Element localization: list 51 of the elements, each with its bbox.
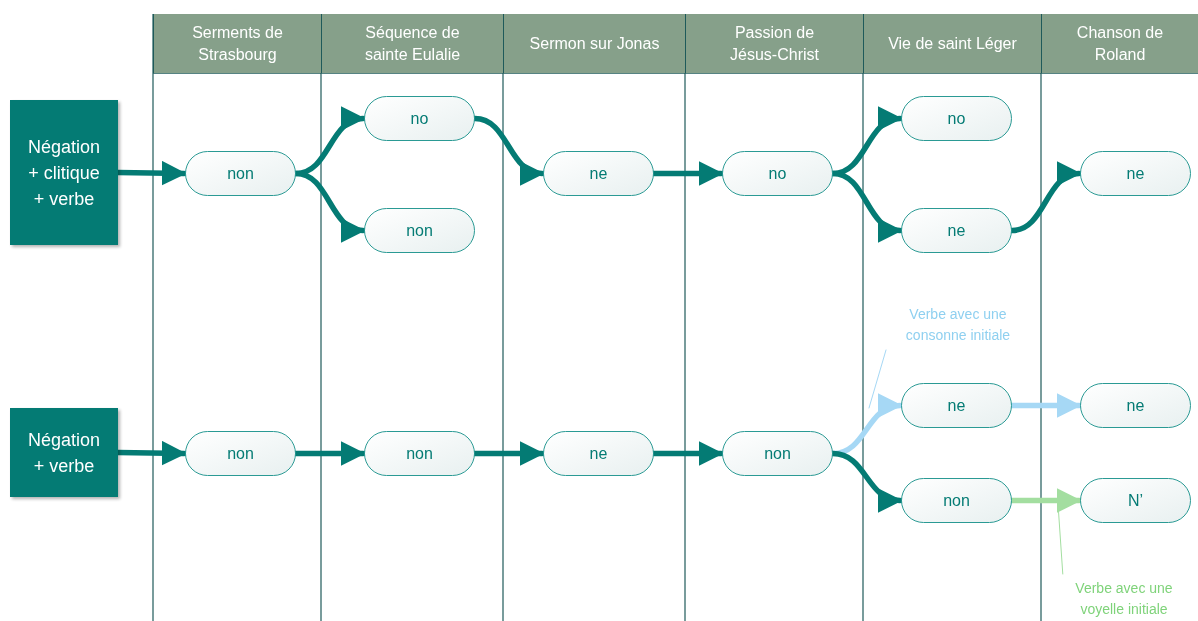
form-pill [1080, 478, 1191, 523]
column-header [863, 14, 1041, 73]
form-pill [543, 151, 654, 196]
node-label: non [406, 443, 433, 464]
form-pill [1080, 151, 1191, 196]
form-pill [364, 208, 475, 253]
node-label: non [764, 443, 791, 464]
node-label: ne [1126, 163, 1145, 184]
node-label: Passion de Jésus-Christ [729, 22, 820, 65]
node-label: ne [947, 220, 966, 241]
form-pill [543, 431, 654, 476]
form-pill [722, 431, 833, 476]
node-label: no [768, 163, 787, 184]
node-label: non [943, 490, 970, 511]
leader-line [868, 349, 887, 409]
form-pill [185, 151, 296, 196]
node-label: Séquence de sainte Eulalie [363, 22, 462, 65]
column-header [685, 14, 863, 73]
node-label: N’ [1127, 490, 1144, 511]
form-pill [1080, 383, 1191, 428]
column-header [503, 14, 685, 73]
category-box [10, 100, 118, 245]
node-label: Vie de saint Léger [888, 33, 1017, 54]
column-header [1041, 14, 1198, 73]
form-pill [901, 383, 1012, 428]
node-label: non [227, 163, 254, 184]
form-pill [722, 151, 833, 196]
form-pill [364, 96, 475, 141]
node-label: ne [947, 395, 966, 416]
node-label: non [406, 220, 433, 241]
node-label: Sermon sur Jonas [529, 33, 660, 54]
node-label: ne [589, 163, 608, 184]
node-label: ne [1126, 395, 1145, 416]
node-label: Négation + verbe [26, 428, 102, 478]
node-label: Serments de Strasbourg [191, 22, 284, 65]
node-label: non [227, 443, 254, 464]
form-pill [364, 431, 475, 476]
column-header [153, 14, 321, 73]
node-label: no [947, 108, 966, 129]
category-box [10, 408, 118, 497]
node-label: Verbe avec une consonne initiale [904, 305, 1012, 345]
form-pill [901, 96, 1012, 141]
node-label: Verbe avec une voyelle initiale [1074, 579, 1174, 619]
node-label: no [410, 108, 429, 129]
form-pill [185, 431, 296, 476]
node-label: Négation + clitique + verbe [26, 135, 102, 211]
node-label: Chanson de Roland [1075, 22, 1165, 65]
form-pill [901, 478, 1012, 523]
column-header [321, 14, 503, 73]
form-pill [901, 208, 1012, 253]
node-label: ne [589, 443, 608, 464]
